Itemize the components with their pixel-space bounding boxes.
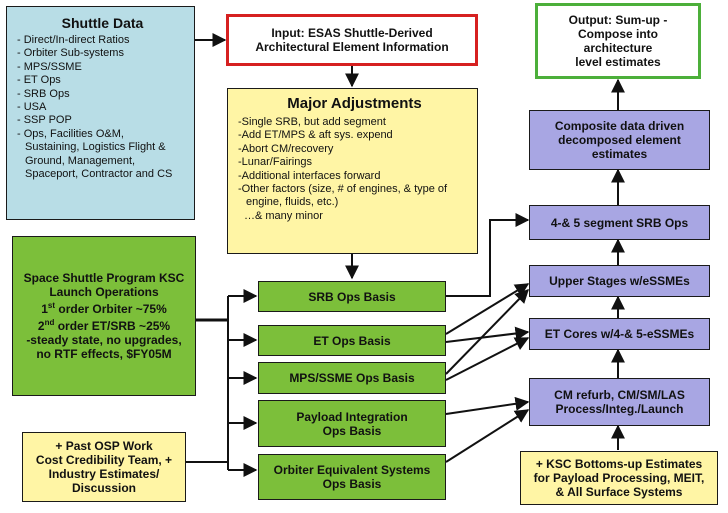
adjustment-item: -Single SRB, but add segment: [238, 116, 386, 128]
ksc-ordinal-suffix: nd: [44, 318, 55, 327]
orbiter-equivalent-label: Ops Basis: [322, 477, 382, 491]
adjustment-item: -Abort CM/recovery: [238, 142, 334, 155]
output-line: level estimates: [575, 55, 661, 69]
past-osp-line: Discussion: [71, 481, 137, 495]
ksc-line: Space Shuttle Program KSC: [23, 271, 185, 285]
shuttle-data-item: - Ops, Facilities O&M,: [17, 127, 124, 140]
shuttle-data-item: - ET Ops: [17, 74, 61, 87]
past-osp-line: Cost Credibility Team, +: [35, 453, 173, 467]
ksc-ordinal: 1: [41, 302, 48, 316]
et-ops-basis-box: ET Ops Basis: [258, 325, 446, 356]
shuttle-data-item: Sustaining, Logistics Flight &: [25, 141, 166, 154]
upper-stages-box: Upper Stages w/eSSMEs: [529, 265, 710, 297]
ksc-et-srb-share: order ET/SRB ~25%: [54, 319, 171, 333]
ksc-orbiter-share: order Orbiter ~75%: [55, 302, 167, 316]
mps-ssme-ops-basis-box: MPS/SSME Ops Basis: [258, 362, 446, 394]
composite-line: decomposed element: [558, 133, 681, 147]
shuttle-data-box: Shuttle Data - Direct/In-direct Ratios -…: [6, 6, 195, 220]
adjustment-item: -Lunar/Fairings: [238, 156, 312, 169]
upper-stages-label: Upper Stages w/eSSMEs: [549, 274, 690, 288]
ksc-bottoms-up-line: + KSC Bottoms-up Estimates: [535, 457, 703, 471]
ksc-bottoms-up-box: + KSC Bottoms-up Estimates for Payload P…: [520, 451, 718, 505]
shuttle-data-item: - SSP POP: [17, 114, 72, 127]
mps-ssme-ops-basis-label: MPS/SSME Ops Basis: [289, 371, 415, 385]
shuttle-data-list: - Direct/In-direct Ratios - Orbiter Sub-…: [17, 34, 188, 181]
cm-refurb-line: CM refurb, CM/SM/LAS: [554, 388, 685, 402]
adjustment-item: engine, fluids, etc.): [246, 196, 339, 209]
input-line: Input: ESAS Shuttle-Derived: [271, 26, 433, 40]
cm-refurb-box: CM refurb, CM/SM/LAS Process/Integ./Laun…: [529, 378, 710, 426]
output-line: architecture: [583, 41, 653, 55]
composite-line: Composite data driven: [554, 119, 685, 133]
past-osp-box: + Past OSP Work Cost Credibility Team, +…: [22, 432, 186, 502]
shuttle-data-item: Spaceport, Contractor and CS: [25, 168, 173, 181]
composite-line: estimates: [591, 147, 648, 161]
adjustment-item: …& many minor: [244, 209, 323, 222]
ksc-launch-ops-box: Space Shuttle Program KSC Launch Operati…: [12, 236, 196, 396]
ksc-bottoms-up-line: for Payload Processing, MEIT,: [533, 471, 705, 485]
shuttle-data-item: - SRB Ops: [17, 87, 70, 100]
adjustment-item: -Other factors (size, # of engines, & ty…: [238, 183, 448, 196]
major-adjustments-title: Major Adjustments: [287, 95, 422, 112]
shuttle-data-item: - Orbiter Sub-systems: [17, 47, 124, 60]
ksc-ordinal: 2: [37, 319, 45, 333]
srb-segment-ops-box: 4-& 5 segment SRB Ops: [529, 205, 710, 240]
orbiter-equivalent-label: Orbiter Equivalent Systems: [273, 463, 431, 477]
ksc-line: Launch Operations: [49, 285, 159, 299]
ksc-ordinal-suffix: st: [47, 301, 56, 310]
shuttle-data-item: Ground, Management,: [25, 154, 136, 167]
adjustment-item: -Additional interfaces forward: [238, 169, 381, 182]
output-box: Output: Sum-up - Compose into architectu…: [535, 3, 701, 79]
srb-segment-ops-label: 4-& 5 segment SRB Ops: [550, 215, 689, 230]
input-line: Architectural Element Information: [255, 40, 449, 54]
shuttle-data-title: Shuttle Data: [61, 15, 144, 31]
output-line: Output: Sum-up -: [568, 13, 668, 27]
shuttle-data-item: - MPS/SSME: [17, 60, 82, 73]
payload-integration-label: Ops Basis: [322, 423, 382, 438]
output-line: Compose into: [578, 27, 658, 41]
adjustment-item: -Add ET/MPS & aft sys. expend: [238, 129, 393, 142]
ksc-line-orbiter: 1st order Orbiter ~75%: [41, 299, 167, 316]
ksc-line-et-srb: 2nd order ET/SRB ~25%: [38, 316, 170, 333]
srb-ops-basis-box: SRB Ops Basis: [258, 281, 446, 312]
orbiter-equivalent-box: Orbiter Equivalent Systems Ops Basis: [258, 454, 446, 500]
cm-refurb-line: Process/Integ./Launch: [555, 402, 684, 416]
et-cores-box: ET Cores w/4-& 5-eSSMEs: [529, 318, 710, 350]
payload-integration-label: Payload Integration: [296, 409, 408, 424]
past-osp-line: + Past OSP Work: [55, 439, 153, 453]
shuttle-data-item: - Direct/In-direct Ratios: [17, 34, 130, 46]
shuttle-data-item: - USA: [17, 101, 47, 114]
et-ops-basis-label: ET Ops Basis: [313, 333, 391, 348]
composite-estimates-box: Composite data driven decomposed element…: [529, 110, 710, 170]
srb-ops-basis-label: SRB Ops Basis: [308, 289, 396, 304]
past-osp-line: Industry Estimates/: [48, 467, 160, 481]
ksc-line: -steady state, no upgrades,: [26, 333, 182, 347]
ksc-bottoms-up-line: & All Surface Systems: [555, 485, 683, 499]
payload-integration-box: Payload Integration Ops Basis: [258, 400, 446, 447]
ksc-line: no RTF effects, $FY05M: [36, 347, 172, 361]
major-adjustments-box: Major Adjustments -Single SRB, but add s…: [227, 88, 478, 254]
et-cores-label: ET Cores w/4-& 5-eSSMEs: [544, 327, 695, 341]
input-box: Input: ESAS Shuttle-Derived Architectura…: [226, 14, 478, 66]
major-adjustments-list: -Single SRB, but add segment -Add ET/MPS…: [238, 116, 471, 223]
